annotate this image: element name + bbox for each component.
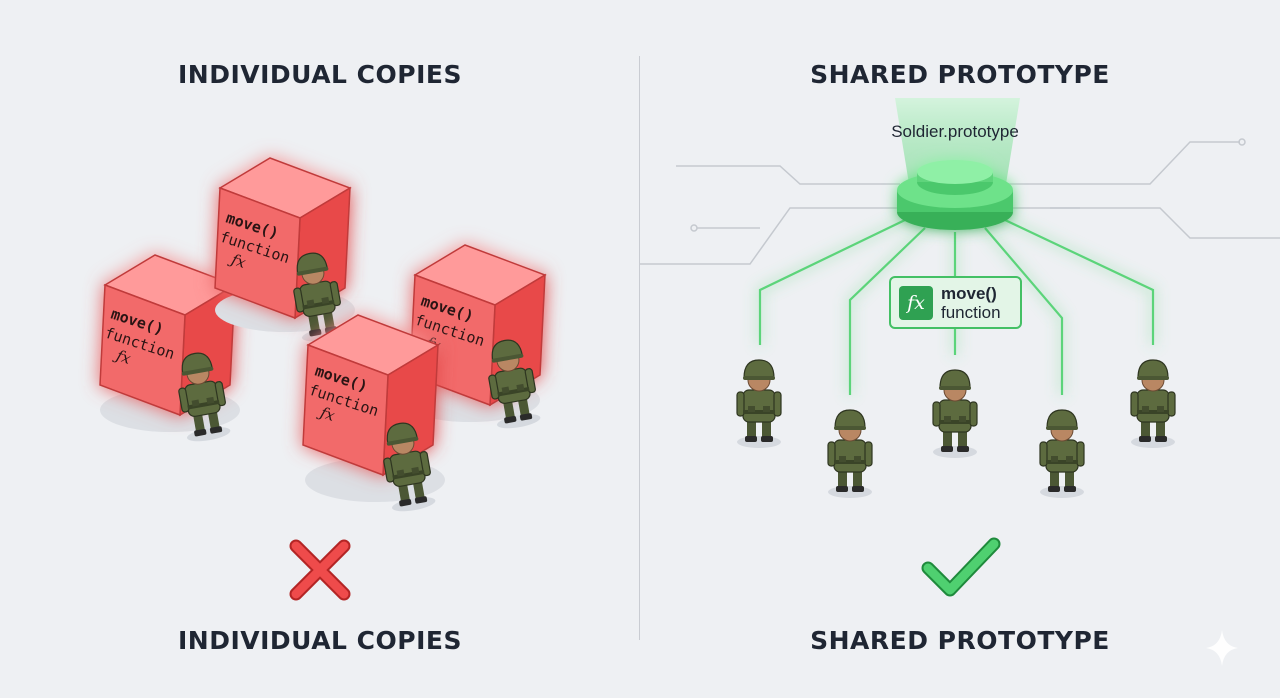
soldier-icon [1040,410,1084,498]
prototype-label: Soldier.prototype [860,122,1050,142]
shared-function-keyword: function [941,303,1001,322]
copy-group-4: move() function ƒx [301,315,445,514]
soldier-icon [933,370,977,458]
function-icon: fx [899,286,933,320]
sparkle-icon [1206,630,1238,666]
red-cross-icon [296,546,344,594]
copy-group-2: move() function ƒx [212,158,355,344]
shared-function-name: move() [941,284,1001,303]
soldier-icon [1131,360,1175,448]
green-check-icon [928,544,994,590]
soldier-icon [828,410,872,498]
shared-function-badge: fx move() function [889,276,1022,329]
soldier-icon [737,360,781,448]
